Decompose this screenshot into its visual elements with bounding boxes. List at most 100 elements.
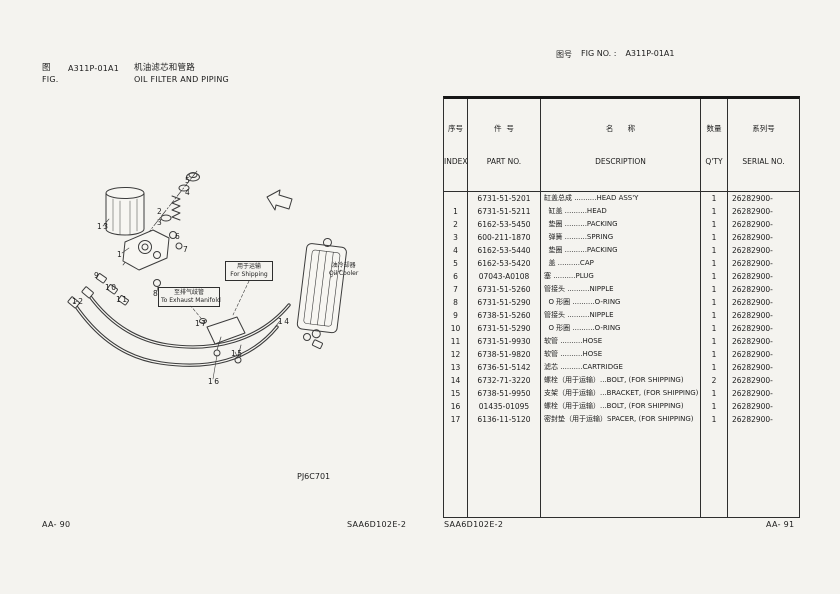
filler-cell [541, 426, 701, 517]
fig-label-en: FIG. [42, 75, 59, 84]
direction-arrow-icon [266, 189, 293, 211]
callout-13: 13 [97, 222, 110, 231]
header-part-cn: 件 号 [494, 124, 514, 133]
row-description: O 形圈 ..........O-RING [541, 322, 701, 335]
row-qty: 1 [701, 257, 728, 270]
left-model-code: SAA6D102E-2 [347, 520, 407, 529]
header-part-en: PART NO. [486, 157, 522, 166]
row-qty: 1 [701, 296, 728, 309]
fig-no-header: 图号 FIG NO. : A311P-01A1 [556, 49, 674, 60]
callout-10: 10 [105, 283, 118, 292]
header-desc-en: DESCRIPTION [595, 157, 646, 166]
row-description: 螺栓（用于运输）...BOLT, (FOR SHIPPING) [541, 374, 701, 387]
row-description: 密封垫（用于运输）SPACER, (FOR SHIPPING) [541, 413, 701, 426]
row-qty: 1 [701, 270, 728, 283]
row-index: 10 [444, 322, 468, 335]
callout-6: 6 [175, 232, 182, 241]
header-desc-cn: 名 称 [605, 124, 636, 133]
row-qty: 1 [701, 335, 728, 348]
row-part-no: 07043-A0108 [468, 270, 541, 283]
oil-filter-cartridge [105, 187, 145, 236]
row-index: 14 [444, 374, 468, 387]
hoses [67, 286, 291, 367]
row-description: 塞 ..........PLUG [541, 270, 701, 283]
row-description: 螺栓（用于运输）...BOLT, (FOR SHIPPING) [541, 400, 701, 413]
row-description: 软管 ..........HOSE [541, 348, 701, 361]
row-qty: 2 [701, 374, 728, 387]
row-index: 9 [444, 309, 468, 322]
spring-part [171, 195, 181, 221]
dashed-leaders [189, 269, 342, 324]
header-index-cn: 序号 [448, 124, 463, 133]
row-part-no: 6731-51-5260 [468, 283, 541, 296]
fig-no-header-cn: 图号 [556, 50, 572, 59]
row-description: 弹簧 ..........SPRING [541, 231, 701, 244]
spacer [68, 74, 134, 85]
for-shipping-label: 用于运输 For Shipping [225, 261, 273, 281]
row-index: 8 [444, 296, 468, 309]
row-description: 缸盖总成 ..........HEAD ASS'Y [541, 192, 701, 205]
header-index: 序号 INDEX [444, 99, 468, 191]
drawing-code: PJ6C701 [297, 472, 331, 481]
row-serial-no: 26282900- [732, 324, 773, 333]
row-qty: 1 [701, 309, 728, 322]
row-part-no: 6162-53-5450 [468, 218, 541, 231]
oil-cooler-label-cn: 油冷却器 [331, 262, 356, 269]
header-part-no: 件 号 PART NO. [468, 99, 541, 191]
row-serial-no: 26282900- [732, 389, 773, 398]
oil-cooler-label: 油冷却器 Oil Cooler [329, 262, 358, 278]
row-qty: 1 [701, 400, 728, 413]
row-qty: 1 [701, 348, 728, 361]
row-qty: 1 [701, 192, 728, 205]
row-qty: 1 [701, 231, 728, 244]
row-serial-no: 26282900- [732, 194, 773, 203]
figure-title-block: 图 A311P-01A1 机油滤芯和管路 FIG. OIL FILTER AND… [42, 63, 229, 85]
to-exhaust-manifold-label: 至排气歧管 To Exhaust Manifold [158, 287, 221, 307]
callout-3: 3 [157, 218, 164, 227]
row-part-no: 6731-51-5290 [468, 322, 541, 335]
row-serial-no: 26282900- [732, 311, 773, 320]
callout-5: 5 [185, 176, 192, 185]
for-shipping-label-cn: 用于运输 [236, 263, 261, 270]
row-index: 6 [444, 270, 468, 283]
row-part-no: 6732-71-3220 [468, 374, 541, 387]
row-index: 3 [444, 231, 468, 244]
row-qty: 1 [701, 218, 728, 231]
header-qty-cn: 数量 [706, 124, 722, 133]
row-qty: 1 [701, 283, 728, 296]
row-part-no: 6738-51-9820 [468, 348, 541, 361]
figure-title-en: OIL FILTER AND PIPING [134, 75, 229, 84]
figure-number: A311P-01A1 [68, 64, 120, 73]
row-index: 15 [444, 387, 468, 400]
row-part-no: 6738-51-9950 [468, 387, 541, 400]
to-exhaust-manifold-label-cn: 至排气歧管 [173, 289, 204, 296]
row-part-no: 6136-11-5120 [468, 413, 541, 426]
row-index: 1 [444, 205, 468, 218]
fig-no-header-en: FIG NO. : [581, 49, 617, 58]
row-description: 盖 ..........CAP [541, 257, 701, 270]
row-index: 4 [444, 244, 468, 257]
row-qty: 1 [701, 361, 728, 374]
row-part-no: 600-211-1870 [468, 231, 541, 244]
right-page-number: AA- 91 [766, 520, 795, 529]
callout-17: 17 [195, 319, 208, 328]
callout-14: 14 [278, 317, 291, 326]
row-qty: 1 [701, 205, 728, 218]
callout-11: 11 [116, 295, 129, 304]
row-serial-no: 26282900- [732, 272, 773, 281]
for-shipping-label-en: For Shipping [230, 271, 268, 278]
filler-cell [728, 426, 799, 517]
row-part-no: 01435-01095 [468, 400, 541, 413]
filter-head [122, 229, 170, 271]
row-serial-no: 26282900- [732, 376, 773, 385]
parts-table-header: 序号 INDEX 件 号 PART NO. 名 称 DESCRIPTION 数量… [444, 99, 799, 192]
row-qty: 1 [701, 322, 728, 335]
header-serial-cn: 系列号 [752, 124, 775, 133]
row-description: 管接头 ..........NIPPLE [541, 309, 701, 322]
row-description: 滤芯 ..........CARTRIDGE [541, 361, 701, 374]
header-qty-en: Q'TY [705, 157, 723, 166]
row-index: 2 [444, 218, 468, 231]
diagram-drawing [67, 170, 347, 380]
exploded-diagram: 用于运输 For Shipping 至排气歧管 To Exhaust Manif… [45, 115, 395, 435]
